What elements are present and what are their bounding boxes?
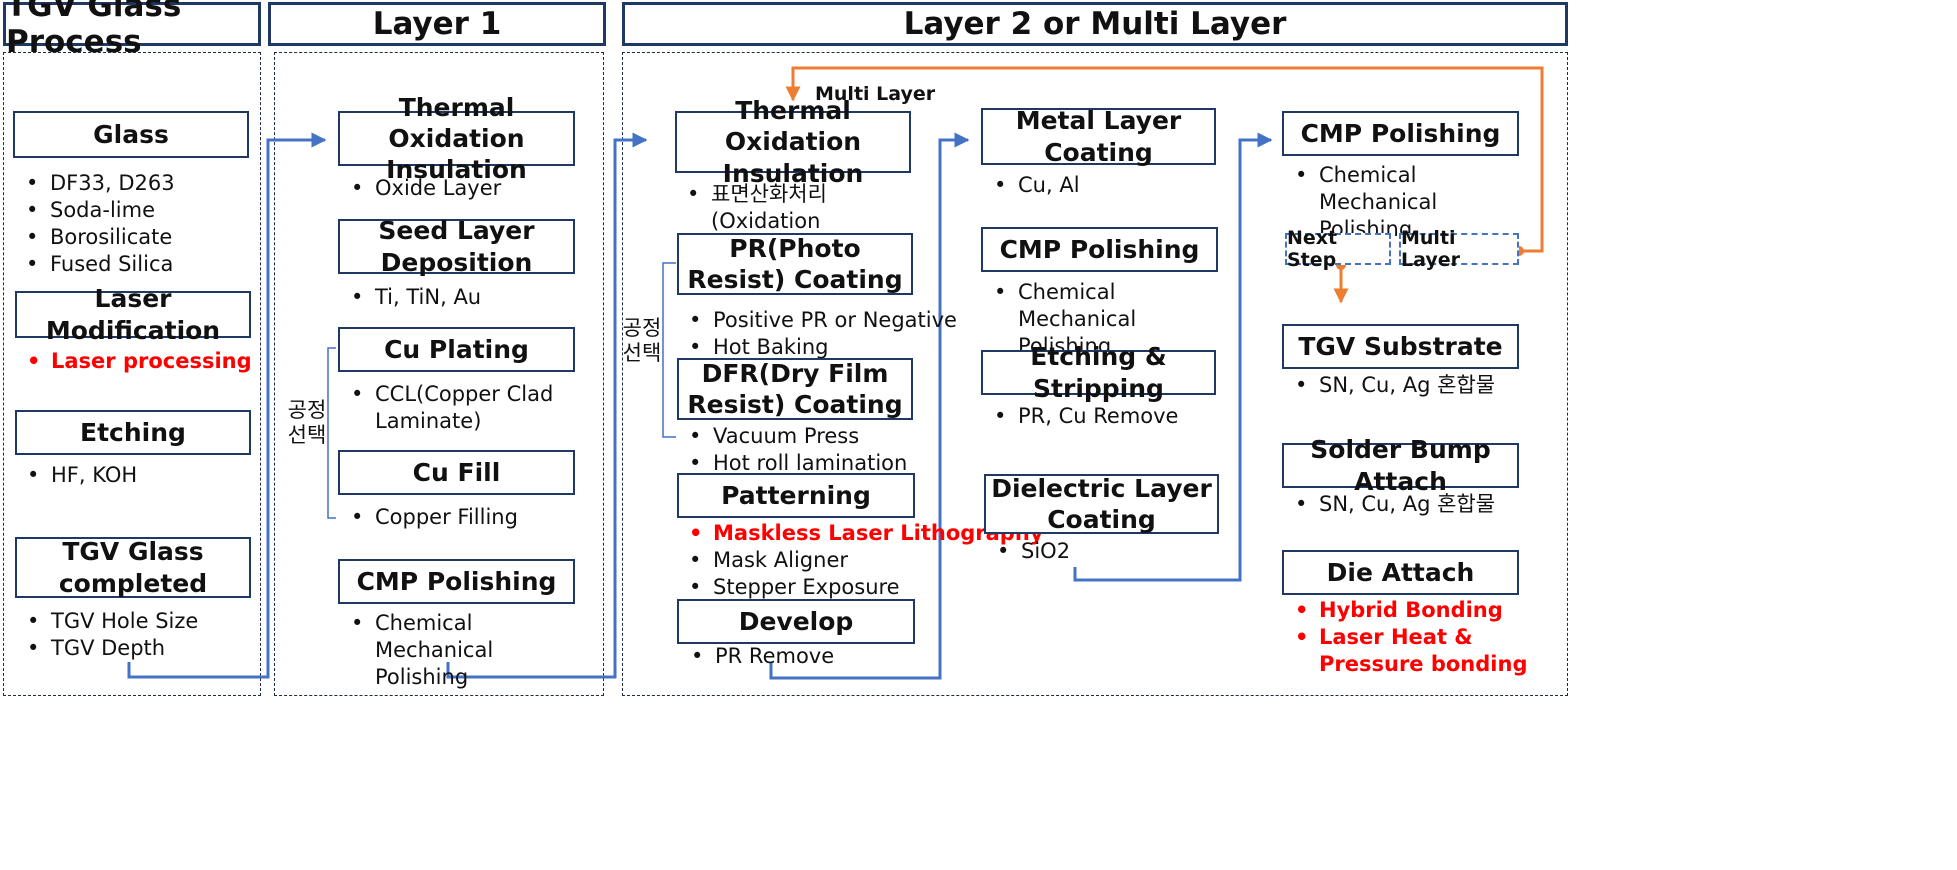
seed-detail: Ti, TiN, Au [347,284,481,311]
glass-detail: Borosilicate [22,224,175,251]
pr-details: Positive PR or Negative Hot Baking [685,307,957,361]
step-glass: Glass [13,111,249,158]
glass-detail: DF33, D263 [22,170,175,197]
step-cmp-polishing-final: CMP Polishing [1282,111,1519,156]
bracket-col2 [327,347,336,519]
patterning-detail: Mask Aligner [685,547,1043,574]
step-cmp-polishing-l2: CMP Polishing [981,227,1218,272]
completed-details: TGV Hole Size TGV Depth [23,608,198,662]
step-thermal-oxidation-l2: Thermal Oxidation Insulation [675,96,911,188]
etching-details: HF, KOH [23,462,137,489]
header-layer-1: Layer 1 [268,2,606,46]
flow-arrow-col1-to-col2 [127,132,327,679]
step-die-attach: Die Attach [1282,550,1519,595]
bracket-col3 [662,262,676,438]
process-choice-label-l2: 공정 선택 [622,316,662,365]
step-patterning: Patterning [677,473,915,518]
loop-arrow-multi-layer [785,66,1544,253]
cmp-l1-details: Chemical Mechanical Polishing [347,610,572,691]
laser-detail: Laser processing [23,348,252,375]
cu-plating-detail: CCL(Copper Clad Laminate) [347,381,572,435]
flow-arrow-develop-to-metal [769,132,970,680]
step-solder-bump-attach: Solder Bump Attach [1282,435,1519,496]
cmp-l1-detail: Chemical Mechanical Polishing [347,610,572,691]
etching-stripping-detail: PR, Cu Remove [990,403,1178,430]
develop-details: PR Remove [687,643,834,670]
thermal-l1-details: Oxide Layer [347,175,501,202]
pr-detail: Hot Baking [685,334,957,361]
option-next-step: Next Step [1285,227,1391,271]
completed-detail: TGV Depth [23,635,198,662]
dfr-details: Vacuum Press Hot roll lamination [685,423,907,477]
cu-plating-details: CCL(Copper Clad Laminate) [347,381,572,435]
dielectric-detail: SiO2 [993,538,1070,565]
step-laser-modification: Laser Modification [15,284,251,345]
step-pr-coating: PR(Photo Resist) Coating [677,233,913,295]
dielectric-details: SiO2 [993,538,1070,565]
step-thermal-oxidation-l1: Thermal Oxidation Insulation [338,93,575,184]
step-cmp-polishing-l1: CMP Polishing [338,559,575,604]
glass-detail: Fused Silica [22,251,175,278]
substrate-detail: SN, Cu, Ag 혼합물 [1291,372,1495,399]
glass-details: DF33, D263 Soda-lime Borosilicate Fused … [22,170,175,278]
step-tgv-substrate: TGV Substrate [1282,324,1519,369]
option-multi-layer: Multi Layer [1399,227,1519,271]
seed-details: Ti, TiN, Au [347,284,481,311]
cmp-l2-detail: Chemical Mechanical Polishing [990,279,1215,360]
step-etching-stripping: Etching & Stripping [981,342,1216,403]
develop-detail: PR Remove [687,643,834,670]
cu-fill-detail: Copper Filling [347,504,518,531]
step-metal-layer-coating: Metal Layer Coating [981,106,1216,167]
metal-detail: Cu, Al [990,172,1080,199]
step-dielectric-layer-coating: Dielectric Layer Coating [984,474,1219,534]
step-tgv-glass-completed: TGV Glass completed [15,537,251,598]
step-cu-fill: Cu Fill [338,450,575,495]
solder-details: SN, Cu, Ag 혼합물 [1291,491,1495,518]
die-attach-detail: Hybrid Bonding [1291,597,1531,624]
dfr-detail: Vacuum Press [685,423,907,450]
step-dfr-coating: DFR(Dry Film Resist) Coating [677,358,913,420]
glass-detail: Soda-lime [22,197,175,224]
cmp-l2-details: Chemical Mechanical Polishing [990,279,1215,360]
step-cu-plating: Cu Plating [338,327,575,372]
step-etching: Etching [15,410,251,455]
substrate-details: SN, Cu, Ag 혼합물 [1291,372,1495,399]
metal-details: Cu, Al [990,172,1080,199]
panel-layer-2-multi [622,52,1568,696]
completed-detail: TGV Hole Size [23,608,198,635]
thermal-l1-detail: Oxide Layer [347,175,501,202]
etching-detail: HF, KOH [23,462,137,489]
step-develop: Develop [677,599,915,644]
step-seed-layer-deposition: Seed Layer Deposition [338,216,575,277]
panel-tgv-glass-process [3,52,261,696]
multi-layer-loop-label: Multi Layer [815,83,936,105]
cu-fill-details: Copper Filling [347,504,518,531]
pr-detail: Positive PR or Negative [685,307,957,334]
die-attach-details: Hybrid Bonding Laser Heat & Pressure bon… [1291,597,1531,678]
panel-layer-1 [274,52,604,696]
dfr-detail: Hot roll lamination [685,450,907,477]
etching-stripping-details: PR, Cu Remove [990,403,1178,430]
header-layer-2-multi: Layer 2 or Multi Layer [622,2,1568,46]
patterning-detail: Stepper Exposure [685,574,1043,601]
die-attach-detail: Laser Heat & Pressure bonding [1291,624,1531,678]
flow-arrow-dielectric-to-cmp [1073,132,1273,582]
laser-details: Laser processing [23,348,252,375]
process-choice-label-l1: 공정 선택 [287,398,327,447]
solder-detail: SN, Cu, Ag 혼합물 [1291,491,1495,518]
